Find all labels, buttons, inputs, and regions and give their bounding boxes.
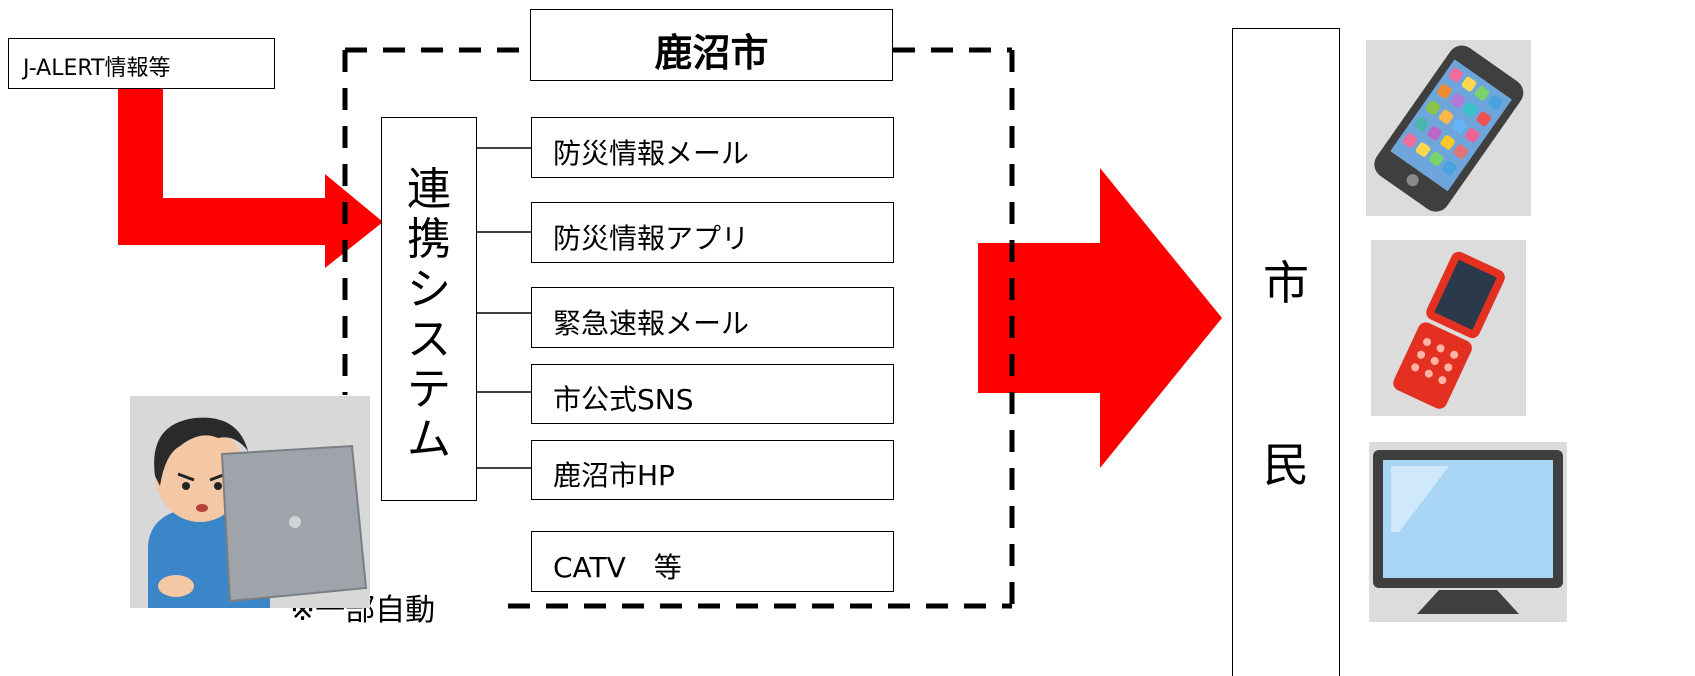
operator-with-laptop-icon xyxy=(130,396,370,608)
app-icon xyxy=(1442,160,1457,176)
app-icon xyxy=(1465,128,1480,143)
citizens-box: 市 民 xyxy=(1232,28,1340,676)
app-icon xyxy=(1415,142,1431,157)
app-icon xyxy=(1488,95,1503,110)
channel-catv: CATV 等 xyxy=(531,531,894,592)
app-icon xyxy=(1440,135,1455,150)
channel-label: 防災情報アプリ xyxy=(553,222,750,255)
citizens-char-2: 民 xyxy=(1263,438,1309,492)
app-icon xyxy=(1450,93,1465,108)
integration-system-char: ス xyxy=(407,314,451,365)
integration-system-char: 連 xyxy=(407,164,451,215)
app-icon xyxy=(1429,151,1444,166)
app-icon xyxy=(1425,100,1441,115)
smartphone-icon xyxy=(1366,40,1531,216)
channel-label: 防災情報メール xyxy=(553,137,750,170)
app-icon xyxy=(1474,86,1490,101)
channel-label: CATV 等 xyxy=(553,551,682,584)
app-icon xyxy=(1461,76,1477,92)
flip-phone-icon xyxy=(1371,240,1526,416)
integration-system-box: 連携システム xyxy=(381,117,477,501)
integration-system-char: シ xyxy=(407,264,451,315)
channel-city-hp: 鹿沼市HP xyxy=(531,440,894,500)
app-icon xyxy=(1476,111,1491,127)
channel-disaster-mail: 防災情報メール xyxy=(531,117,894,178)
integration-system-char: 携 xyxy=(407,214,451,265)
app-icon xyxy=(1427,126,1442,141)
app-icon xyxy=(1453,144,1468,159)
app-icon xyxy=(1463,102,1478,117)
city-title: 鹿沼市 xyxy=(654,31,769,75)
channel-label: 市公式SNS xyxy=(553,383,694,416)
channel-label: 鹿沼市HP xyxy=(553,459,675,492)
channel-label: 緊急速報メール xyxy=(553,307,750,340)
integration-system-label: 連携システム xyxy=(382,168,476,468)
source-label: J-ALERT情報等 xyxy=(23,56,171,81)
app-icon xyxy=(1414,116,1429,132)
channel-emergency-mail: 緊急速報メール xyxy=(531,287,894,348)
output-arrow xyxy=(978,168,1222,468)
integration-system-char: ム xyxy=(407,414,451,465)
app-icon xyxy=(1402,133,1418,148)
app-icon xyxy=(1437,84,1452,99)
television-icon xyxy=(1369,442,1567,622)
city-title-box: 鹿沼市 xyxy=(530,9,893,81)
source-box: J-ALERT情報等 xyxy=(8,38,275,89)
channel-city-sns: 市公式SNS xyxy=(531,364,894,424)
integration-system-char: テ xyxy=(407,364,451,415)
app-icon xyxy=(1451,118,1467,134)
input-arrow xyxy=(118,88,383,268)
channel-disaster-app: 防災情報アプリ xyxy=(531,202,894,263)
app-icon xyxy=(1448,67,1464,83)
citizens-char-1: 市 xyxy=(1263,256,1309,310)
app-icon xyxy=(1438,109,1454,125)
